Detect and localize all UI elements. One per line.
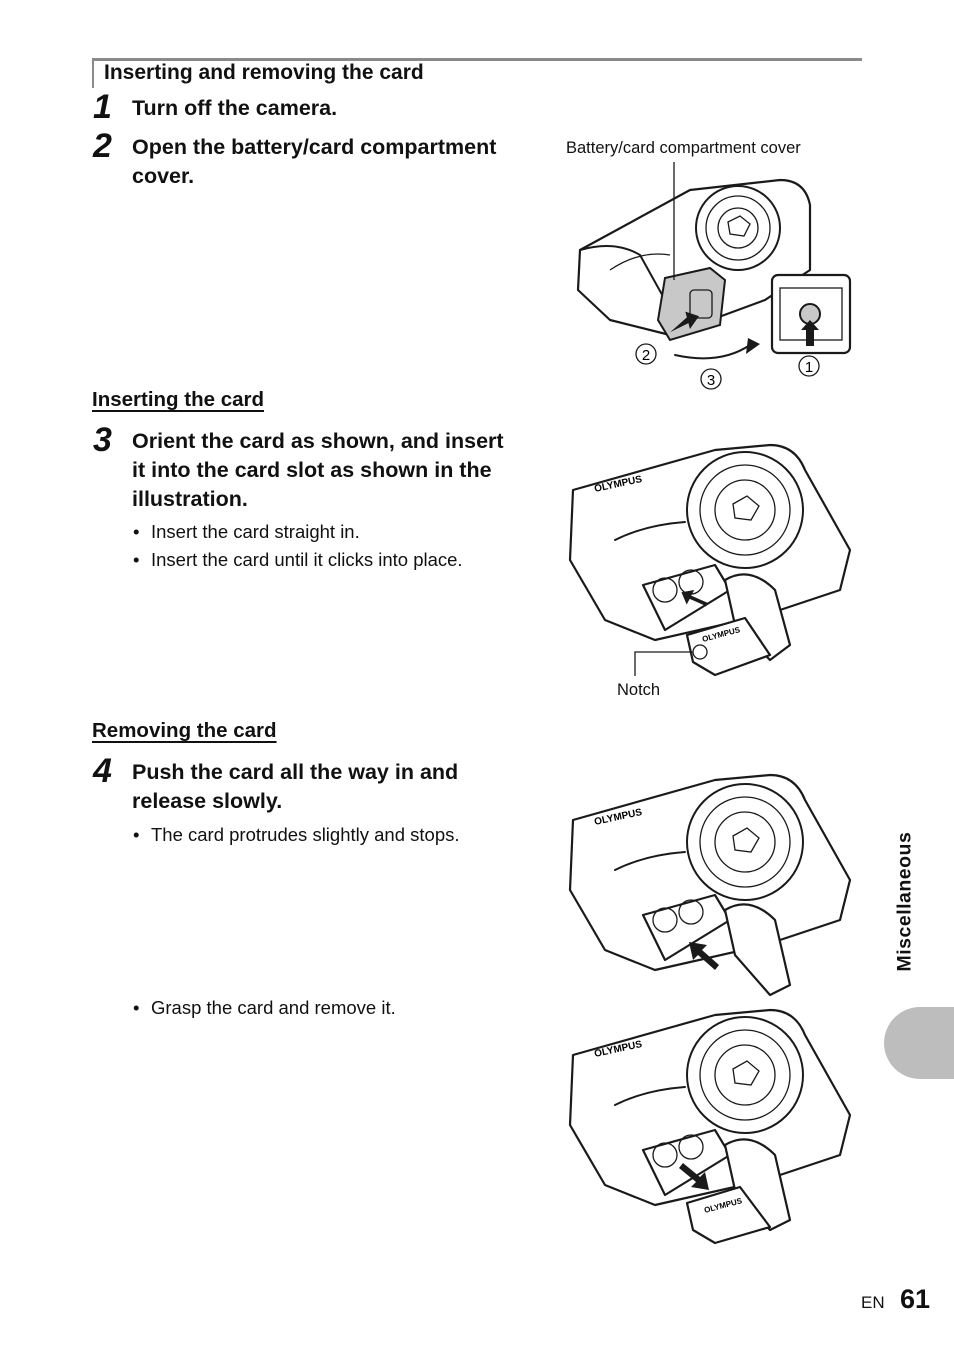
step-2-text: Open the battery/card compartment cover.	[132, 133, 496, 191]
step-1-text: Turn off the camera.	[132, 96, 338, 120]
step-4-text: Push the card all the way in and release…	[132, 758, 458, 816]
step-3-bullet-1: Insert the card straight in.	[133, 518, 360, 546]
step-3-number: 3	[93, 421, 112, 459]
step-1-number: 1	[93, 88, 112, 126]
cover-caption: Battery/card compartment cover	[566, 139, 801, 157]
figure-open-cover: 2 3 1	[576, 162, 852, 390]
figure-push-card: OLYMPUS	[568, 773, 852, 997]
step-4-line-1: Push the card all the way in and	[132, 760, 459, 784]
side-tab-label: Miscellaneous	[893, 831, 916, 972]
callout-2: 2	[635, 343, 657, 365]
footer-language: EN	[861, 1293, 885, 1312]
step-3-bullet-2: Insert the card until it clicks into pla…	[133, 546, 463, 574]
step-3-line-2: it into the card slot as shown in the	[132, 458, 492, 482]
step-3-text: Orient the card as shown, and insert it …	[132, 427, 504, 514]
step-2-line-2: cover.	[132, 164, 195, 188]
callout-1: 1	[798, 355, 820, 377]
section-rule	[92, 58, 862, 61]
step-4-line-2: release slowly.	[132, 789, 283, 813]
svg-text:2: 2	[642, 347, 650, 364]
notch-caption: Notch	[617, 681, 661, 699]
figure-insert-card: OLYMPUS OLYMPUS	[568, 443, 852, 677]
section-title: Inserting and removing the card	[104, 61, 424, 84]
svg-text:3: 3	[707, 372, 715, 389]
callout-3: 3	[700, 368, 722, 390]
step-2-number: 2	[93, 127, 112, 165]
section-tick	[92, 58, 94, 88]
step-4-number: 4	[93, 752, 112, 790]
step-2-line-1: Open the battery/card compartment	[132, 135, 497, 159]
svg-text:1: 1	[805, 359, 813, 376]
figure-remove-card: OLYMPUS OLYMPUS	[568, 1008, 852, 1245]
step-4-bullet-2: Grasp the card and remove it.	[133, 994, 396, 1022]
step-3-line-1: Orient the card as shown, and insert	[132, 429, 504, 453]
subhead-inserting: Inserting the card	[92, 388, 265, 411]
subhead-removing: Removing the card	[92, 719, 277, 742]
page-number: 61	[900, 1284, 931, 1314]
step-4-bullet-1: The card protrudes slightly and stops.	[133, 821, 459, 849]
step-3-line-3: illustration.	[132, 487, 248, 511]
side-tab	[884, 1007, 954, 1079]
